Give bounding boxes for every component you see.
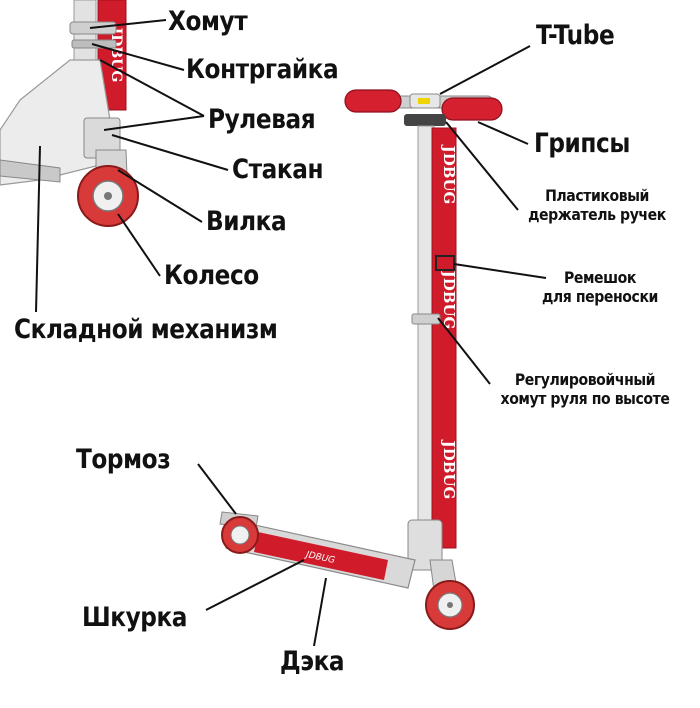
label-remeshok-line2: для переноски	[530, 287, 671, 306]
label-kontrgaika: Контргайка	[186, 56, 338, 83]
closeup-wheel-axle	[104, 192, 112, 200]
label-stakan: Стакан	[232, 156, 323, 183]
label-deka: Дэка	[280, 648, 344, 675]
leader-koleso	[118, 214, 160, 276]
label-derzhatel-line2: держатель ручек	[522, 205, 672, 224]
grip-holder	[404, 114, 446, 126]
grip-right	[442, 98, 502, 120]
leader-gripsy	[478, 122, 528, 144]
label-t-tube: T-Tube	[536, 22, 614, 49]
label-rulevaya: Рулевая	[208, 106, 315, 133]
height-clamp	[412, 314, 440, 324]
label-regul: Регулировойчный хомут руля по высоте	[493, 370, 678, 408]
label-regul-line1: Регулировойчный	[493, 370, 678, 389]
label-derzhatel-line1: Пластиковый	[522, 186, 672, 205]
leader-stakan	[112, 135, 228, 170]
label-remeshok: Ремешок для переноски	[530, 268, 671, 306]
label-gripsy: Грипсы	[534, 130, 630, 157]
label-derzhatel: Пластиковый держатель ручек	[522, 186, 672, 224]
label-tormoz: Тормоз	[76, 446, 170, 473]
leader-tormoz	[198, 464, 236, 514]
grip-left	[345, 90, 401, 112]
strap-brand-3: JDBUG	[440, 439, 458, 500]
rear-wheel-hub	[231, 526, 249, 544]
label-regul-line2: хомут руля по высоте	[493, 389, 678, 408]
label-skladnoy: Складной механизм	[14, 316, 277, 343]
leader-t-tube	[440, 46, 530, 94]
closeup-scooter-head: JDBUG	[0, 0, 138, 226]
strap-brand-2: JDBUG	[440, 269, 458, 330]
strap-brand-1: JDBUG	[440, 144, 458, 205]
label-vilka: Вилка	[206, 208, 286, 235]
label-shkurka: Шкурка	[82, 604, 187, 631]
label-khomut: Хомут	[168, 8, 247, 35]
t-tube-cap	[418, 98, 430, 104]
label-koleso: Колесо	[164, 262, 259, 289]
front-wheel-axle	[447, 602, 453, 608]
label-remeshok-line1: Ремешок	[530, 268, 671, 287]
leader-shkurka	[206, 560, 304, 610]
leader-deka	[314, 578, 326, 646]
